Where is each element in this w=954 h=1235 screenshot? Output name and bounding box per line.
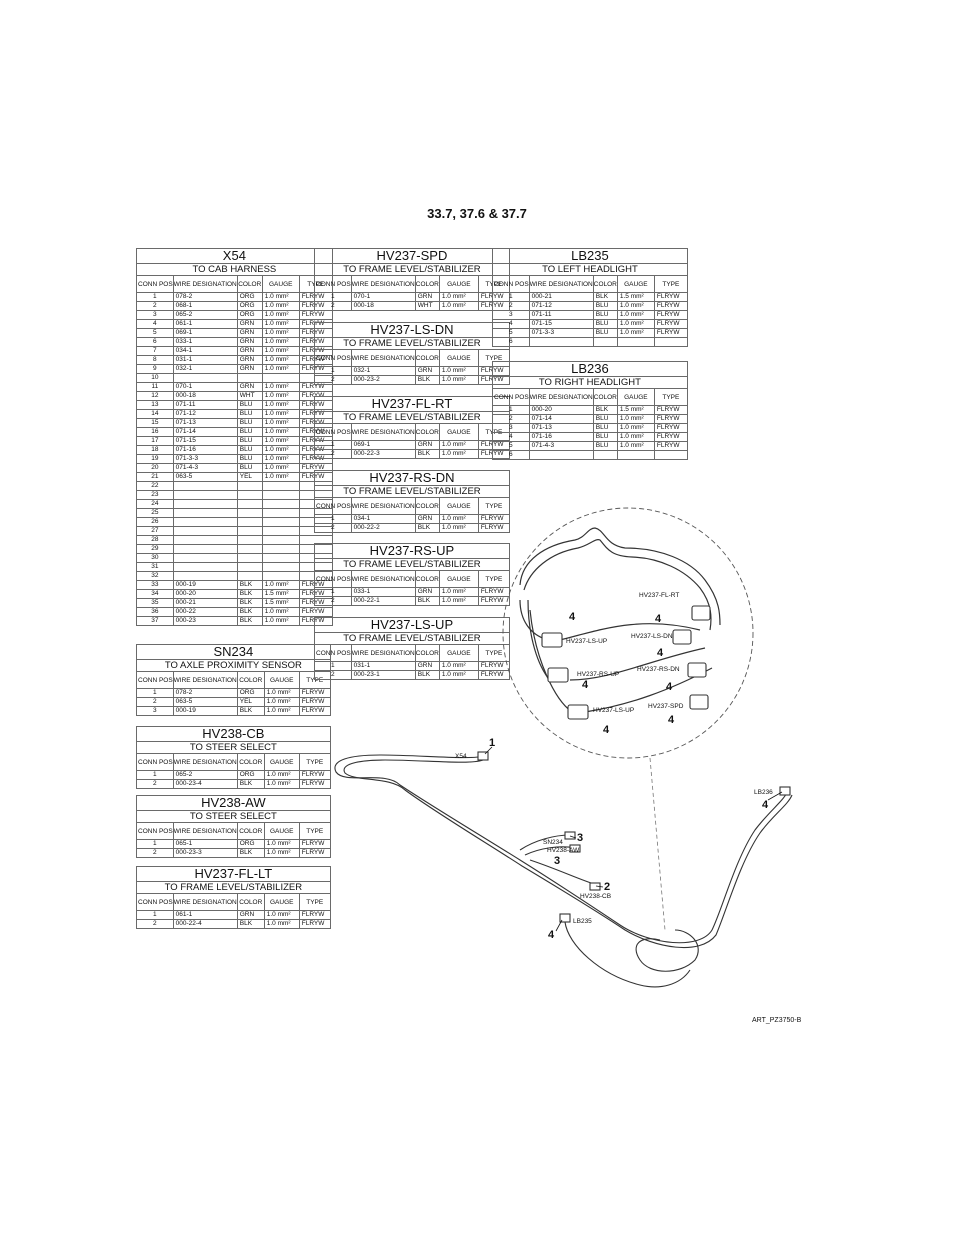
label-hv238-cb: HV238-CB xyxy=(580,893,611,900)
wire-designation: 000-23 xyxy=(172,616,238,626)
label-hv237-ls-up-2: HV237-LS-UP xyxy=(593,707,634,714)
wire-designation: 000-22-4 xyxy=(172,919,238,929)
callout-2: 2 xyxy=(604,881,610,893)
wire-color xyxy=(592,337,618,347)
table-title: HV237-RS-DN xyxy=(314,470,510,486)
wire-color xyxy=(592,450,618,460)
callout-3a: 3 xyxy=(577,832,583,844)
connector-hv237-spd xyxy=(689,694,709,710)
wire-type: FLRYW xyxy=(298,919,331,929)
connector-lb235 xyxy=(559,913,571,923)
wire-type xyxy=(653,450,688,460)
connector-hv237-ls-dn xyxy=(672,629,692,645)
label-lb236: LB236 xyxy=(754,789,773,796)
wire-color: BLK xyxy=(414,596,440,606)
wire-type xyxy=(653,337,688,347)
column-header-type: TYPE xyxy=(653,388,688,406)
callout-4-ls-up: 4 xyxy=(569,611,576,623)
label-sn234: SN234 xyxy=(543,839,563,846)
wire-color: BLK xyxy=(414,670,440,680)
wire-designation: 000-23-4 xyxy=(172,779,238,789)
table-row: 6 xyxy=(492,450,688,460)
wire-designation: 000-23-3 xyxy=(172,848,238,858)
label-hv237-rs-dn: HV237-RS-DN xyxy=(637,666,680,673)
connector-x54 xyxy=(477,751,489,761)
connector-sn234 xyxy=(564,831,576,840)
table-title: HV237-RS-UP xyxy=(314,543,510,559)
connector-hv237-rs-dn xyxy=(687,662,707,678)
label-hv237-rs-up: HV237-RS-UP xyxy=(577,671,619,678)
callout-4-fl-rt: 4 xyxy=(655,613,662,625)
wire-color: BLK xyxy=(414,375,440,385)
table-title: HV237-FL-RT xyxy=(314,396,510,412)
callout-4-ls-dn: 4 xyxy=(657,647,664,659)
table-title: HV238-CB xyxy=(136,726,331,742)
wire-color: WHT xyxy=(414,301,440,311)
callout-4-ls-up-2: 4 xyxy=(603,724,610,736)
wire-type: FLRYW xyxy=(298,779,331,789)
page-title: 33.7, 37.6 & 37.7 xyxy=(427,206,527,221)
wire-color: BLK xyxy=(414,523,440,533)
wire-type: FLRYW xyxy=(477,670,510,680)
label-hv237-ls-dn: HV237-LS-DN xyxy=(631,633,673,640)
wire-type: FLRYW xyxy=(298,706,331,716)
callout-4-rs-up: 4 xyxy=(582,679,589,691)
callout-4-lb235: 4 xyxy=(548,929,555,941)
callout-1: 1 xyxy=(489,737,495,749)
table-row: 6 xyxy=(492,337,688,347)
detail-harness xyxy=(519,527,721,713)
callout-4-lb236: 4 xyxy=(762,799,769,811)
label-hv237-spd: HV237-SPD xyxy=(648,703,684,710)
connector-hv237-ls-up xyxy=(541,632,563,648)
connector-lb236 xyxy=(779,786,791,796)
callout-4-spd: 4 xyxy=(668,714,675,726)
wire-color: BLK xyxy=(414,449,440,459)
connector-hv237-fl-rt xyxy=(691,605,711,621)
detail-leader-line xyxy=(649,757,666,931)
wire-designation: 000-19 xyxy=(172,706,238,716)
main-harness xyxy=(334,754,793,988)
wire-type: FLRYW xyxy=(477,596,510,606)
column-header-type: TYPE xyxy=(653,275,688,293)
connector-hv237-ls-up-2 xyxy=(567,704,589,720)
wire-type: FLRYW xyxy=(298,848,331,858)
label-lb235: LB235 xyxy=(573,918,592,925)
connector-hv238-aw xyxy=(569,844,581,853)
wire-type: FLRYW xyxy=(477,523,510,533)
label-hv237-fl-rt: HV237-FL-RT xyxy=(639,592,679,599)
art-code: ART_PZ3750-B xyxy=(752,1017,802,1024)
label-hv238-aw: HV238-AW xyxy=(547,847,580,854)
callout-4-rs-dn: 4 xyxy=(666,681,673,693)
table-title: SN234 xyxy=(136,644,331,660)
connector-hv237-rs-up xyxy=(547,667,569,683)
detail-callout-circle xyxy=(502,507,754,759)
label-hv237-ls-up: HV237-LS-UP xyxy=(566,638,607,645)
callout-3b: 3 xyxy=(554,855,560,867)
label-x54: X54 xyxy=(455,753,467,760)
